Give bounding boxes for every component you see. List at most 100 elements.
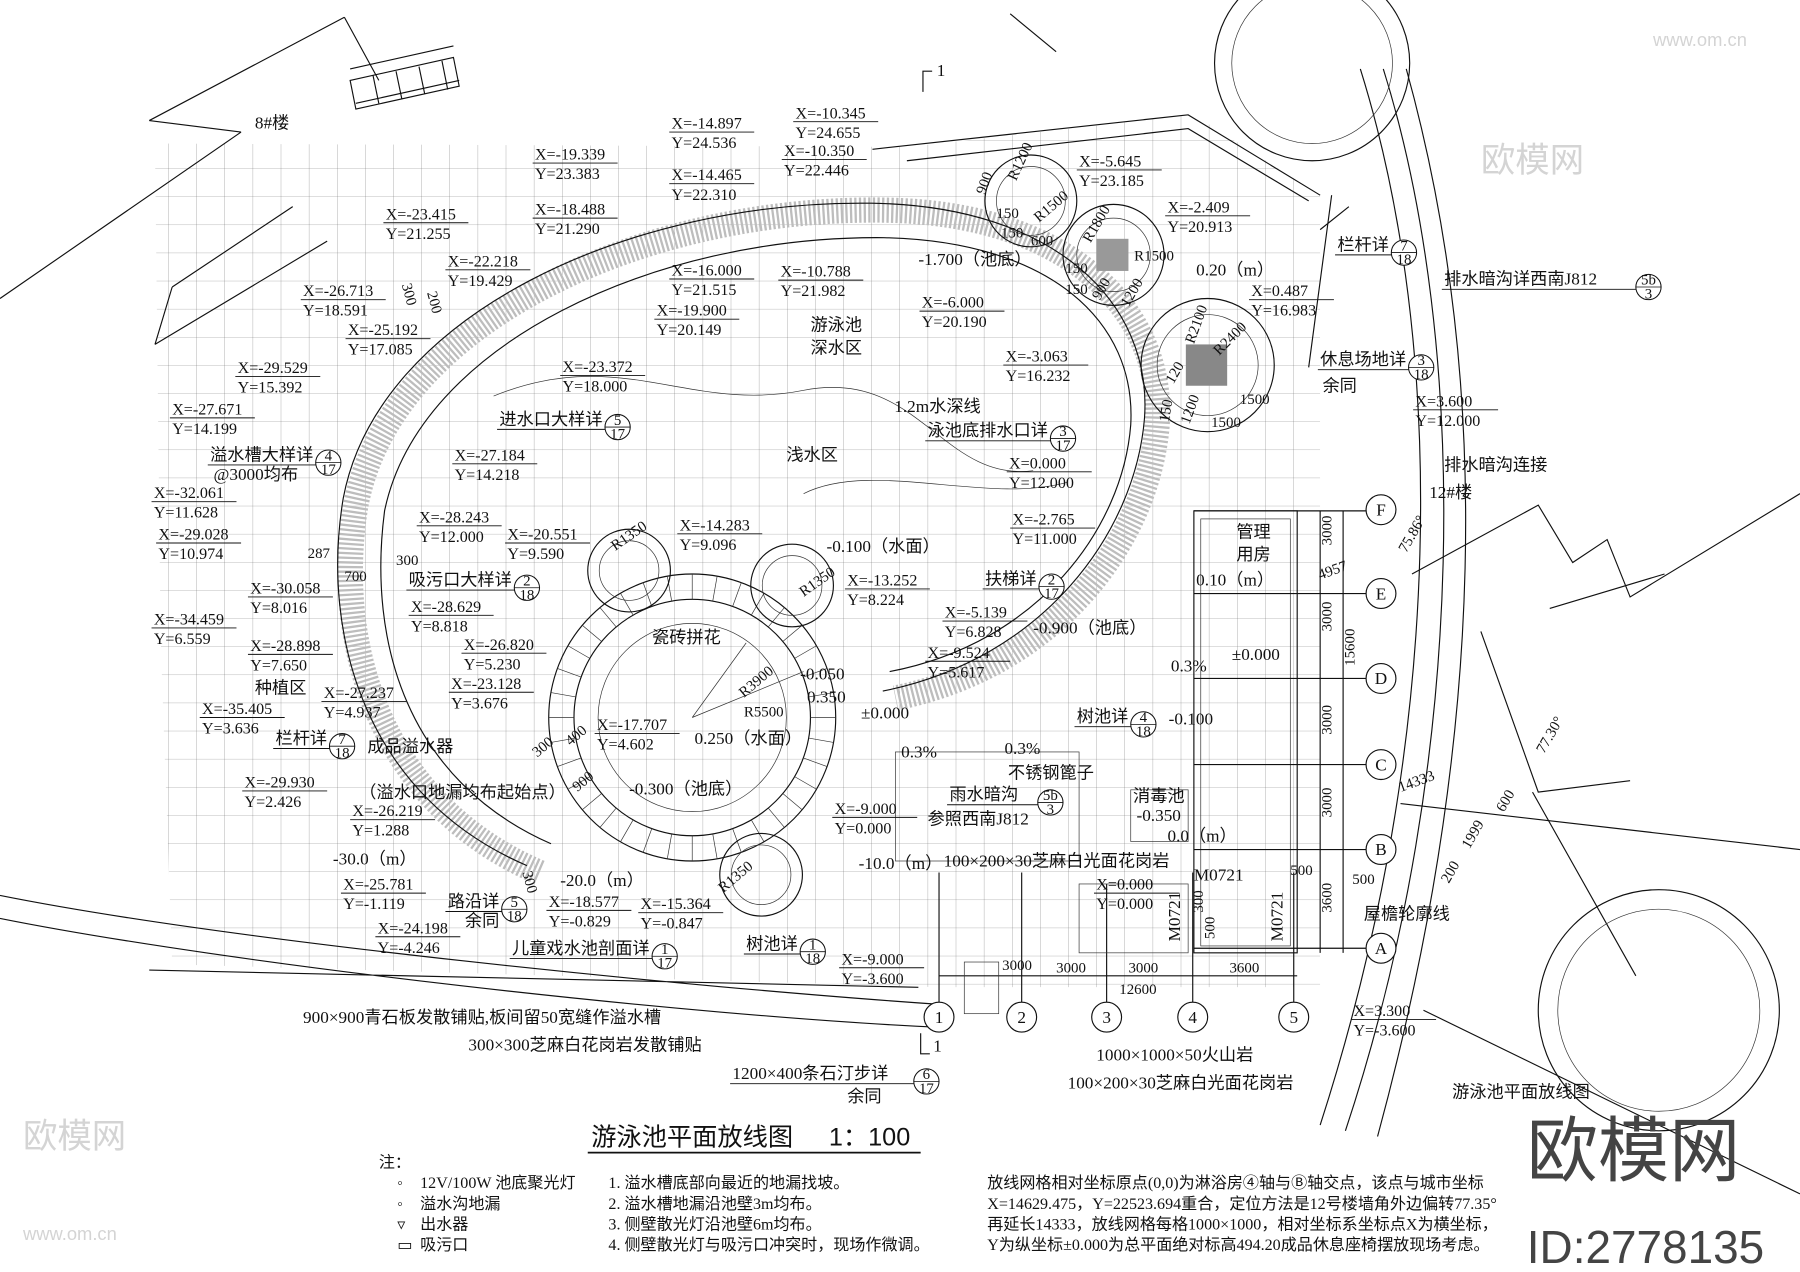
- coordinate-x: X=-32.061: [154, 485, 224, 502]
- axis-label: 4: [1188, 1008, 1197, 1027]
- coordinate-y: Y=24.536: [672, 135, 737, 152]
- detail-number: 4: [325, 448, 333, 464]
- roundabout-inner: [1231, 0, 1393, 144]
- dimension-text: 500: [1203, 917, 1219, 939]
- notes-heading: 注：: [379, 1154, 411, 1172]
- note-item: 3. 侧壁散光灯沿池壁6m均布。: [608, 1214, 821, 1233]
- dimension-text: 200: [1438, 859, 1463, 886]
- annotation-label: 8#楼: [255, 114, 289, 133]
- corner-circle: [1537, 889, 1780, 1132]
- coordinate-x: X=-29.930: [245, 775, 315, 792]
- detail-sheet: 18: [519, 587, 534, 603]
- watermark-text: 欧模网: [1481, 142, 1584, 180]
- dimension-text: R1500: [1134, 249, 1174, 265]
- annotation-label: -30.0（m）: [333, 849, 417, 868]
- annotation-label: -0.100（水面）: [827, 537, 940, 556]
- axis-label: C: [1375, 755, 1386, 774]
- coordinate-x: X=3.300: [1353, 1003, 1410, 1020]
- dimension-text: 300: [398, 282, 419, 308]
- detail-sheet: 17: [321, 462, 336, 478]
- coordinate-y: Y=8.224: [847, 592, 904, 609]
- detail-number: 5: [614, 413, 621, 429]
- dimension-text: 3000: [1320, 705, 1336, 735]
- suction-icon: ▭: [397, 1237, 412, 1254]
- dimension-text: 150: [996, 206, 1018, 222]
- annotation-label: M0721: [1165, 892, 1184, 942]
- coordinate-x: X=-26.219: [352, 803, 422, 820]
- callout-text: 雨水暗沟: [949, 785, 1018, 804]
- coordinate-y: Y=-3.600: [1353, 1022, 1415, 1039]
- annotation-label: 余同: [465, 911, 499, 930]
- management-building: [895, 510, 1390, 1015]
- axis-label: 2: [1017, 1008, 1026, 1027]
- axis-bubble-row: B: [1365, 834, 1397, 866]
- detail-number: 7: [1400, 238, 1408, 254]
- coordinate-y: Y=1.288: [352, 823, 409, 840]
- axis-bubble-row: D: [1365, 662, 1397, 694]
- annotation-label: ±0.000: [1232, 645, 1280, 664]
- callout-text: 泳池底排水口详: [928, 421, 1048, 440]
- section-mark-lines: [920, 70, 933, 1055]
- coordinate-x: X=-35.405: [202, 701, 272, 718]
- detail-sheet: 18: [805, 951, 820, 967]
- coordinate-y: Y=14.218: [455, 467, 520, 484]
- annotation-label: 种植区: [255, 678, 307, 697]
- coordinate-y: Y=6.828: [945, 624, 1002, 641]
- callout-text: 吸污口大样详: [409, 570, 512, 589]
- section-mark-top: 1: [937, 61, 946, 80]
- site-boundary: [0, 13, 1800, 1195]
- coordinate-x: X=-25.781: [343, 877, 413, 894]
- coordinate-x: X=-28.898: [250, 638, 320, 655]
- coordinate-y: Y=12.000: [1415, 413, 1480, 430]
- dimension-text: 3000: [1320, 515, 1336, 545]
- annotation-label: （溢水口地漏均布起始点）: [359, 783, 565, 802]
- annotation-label: 不锈钢篦子: [1008, 763, 1094, 782]
- dimension-text: 12600: [1119, 982, 1156, 998]
- annotation-label: @3000均布: [214, 465, 299, 484]
- annotation-label: ±0.000: [861, 704, 909, 723]
- coordinate-x: X=-30.058: [250, 581, 320, 598]
- pool-outer-edge: [337, 202, 1146, 867]
- detail-number: 5b: [1043, 788, 1058, 804]
- dimension-text: 14333: [1396, 768, 1436, 796]
- grid-note-line: Y为纵坐标±0.000为总平面绝对标高494.20成品休息座椅摆放现场考虑。: [987, 1236, 1489, 1254]
- coordinate-y: Y=-4.246: [378, 940, 440, 957]
- coordinate-y: Y=6.559: [154, 631, 211, 648]
- dimension-text: R5500: [744, 704, 784, 720]
- floor-drain-icon: ◦: [397, 1196, 403, 1213]
- drawing-scale: 1：100: [829, 1124, 910, 1152]
- annotation-label: 余同: [847, 1087, 881, 1106]
- dimension-text: 300: [518, 869, 539, 895]
- detail-sheet: 18: [1397, 252, 1412, 268]
- pool-inner-edge: [380, 237, 1132, 845]
- annotation-label: 900×900青石板发散铺贴,板间留50宽缝作溢水槽: [303, 1008, 661, 1027]
- coordinate-y: Y=11.628: [154, 505, 218, 522]
- coordinate-x: X=-27.184: [455, 447, 525, 464]
- callout-text: 树池详: [746, 934, 798, 953]
- axis-bubble-row: A: [1365, 932, 1397, 964]
- callout-text: 进水口大样详: [499, 410, 602, 429]
- outlet-icon: ▿: [397, 1216, 406, 1233]
